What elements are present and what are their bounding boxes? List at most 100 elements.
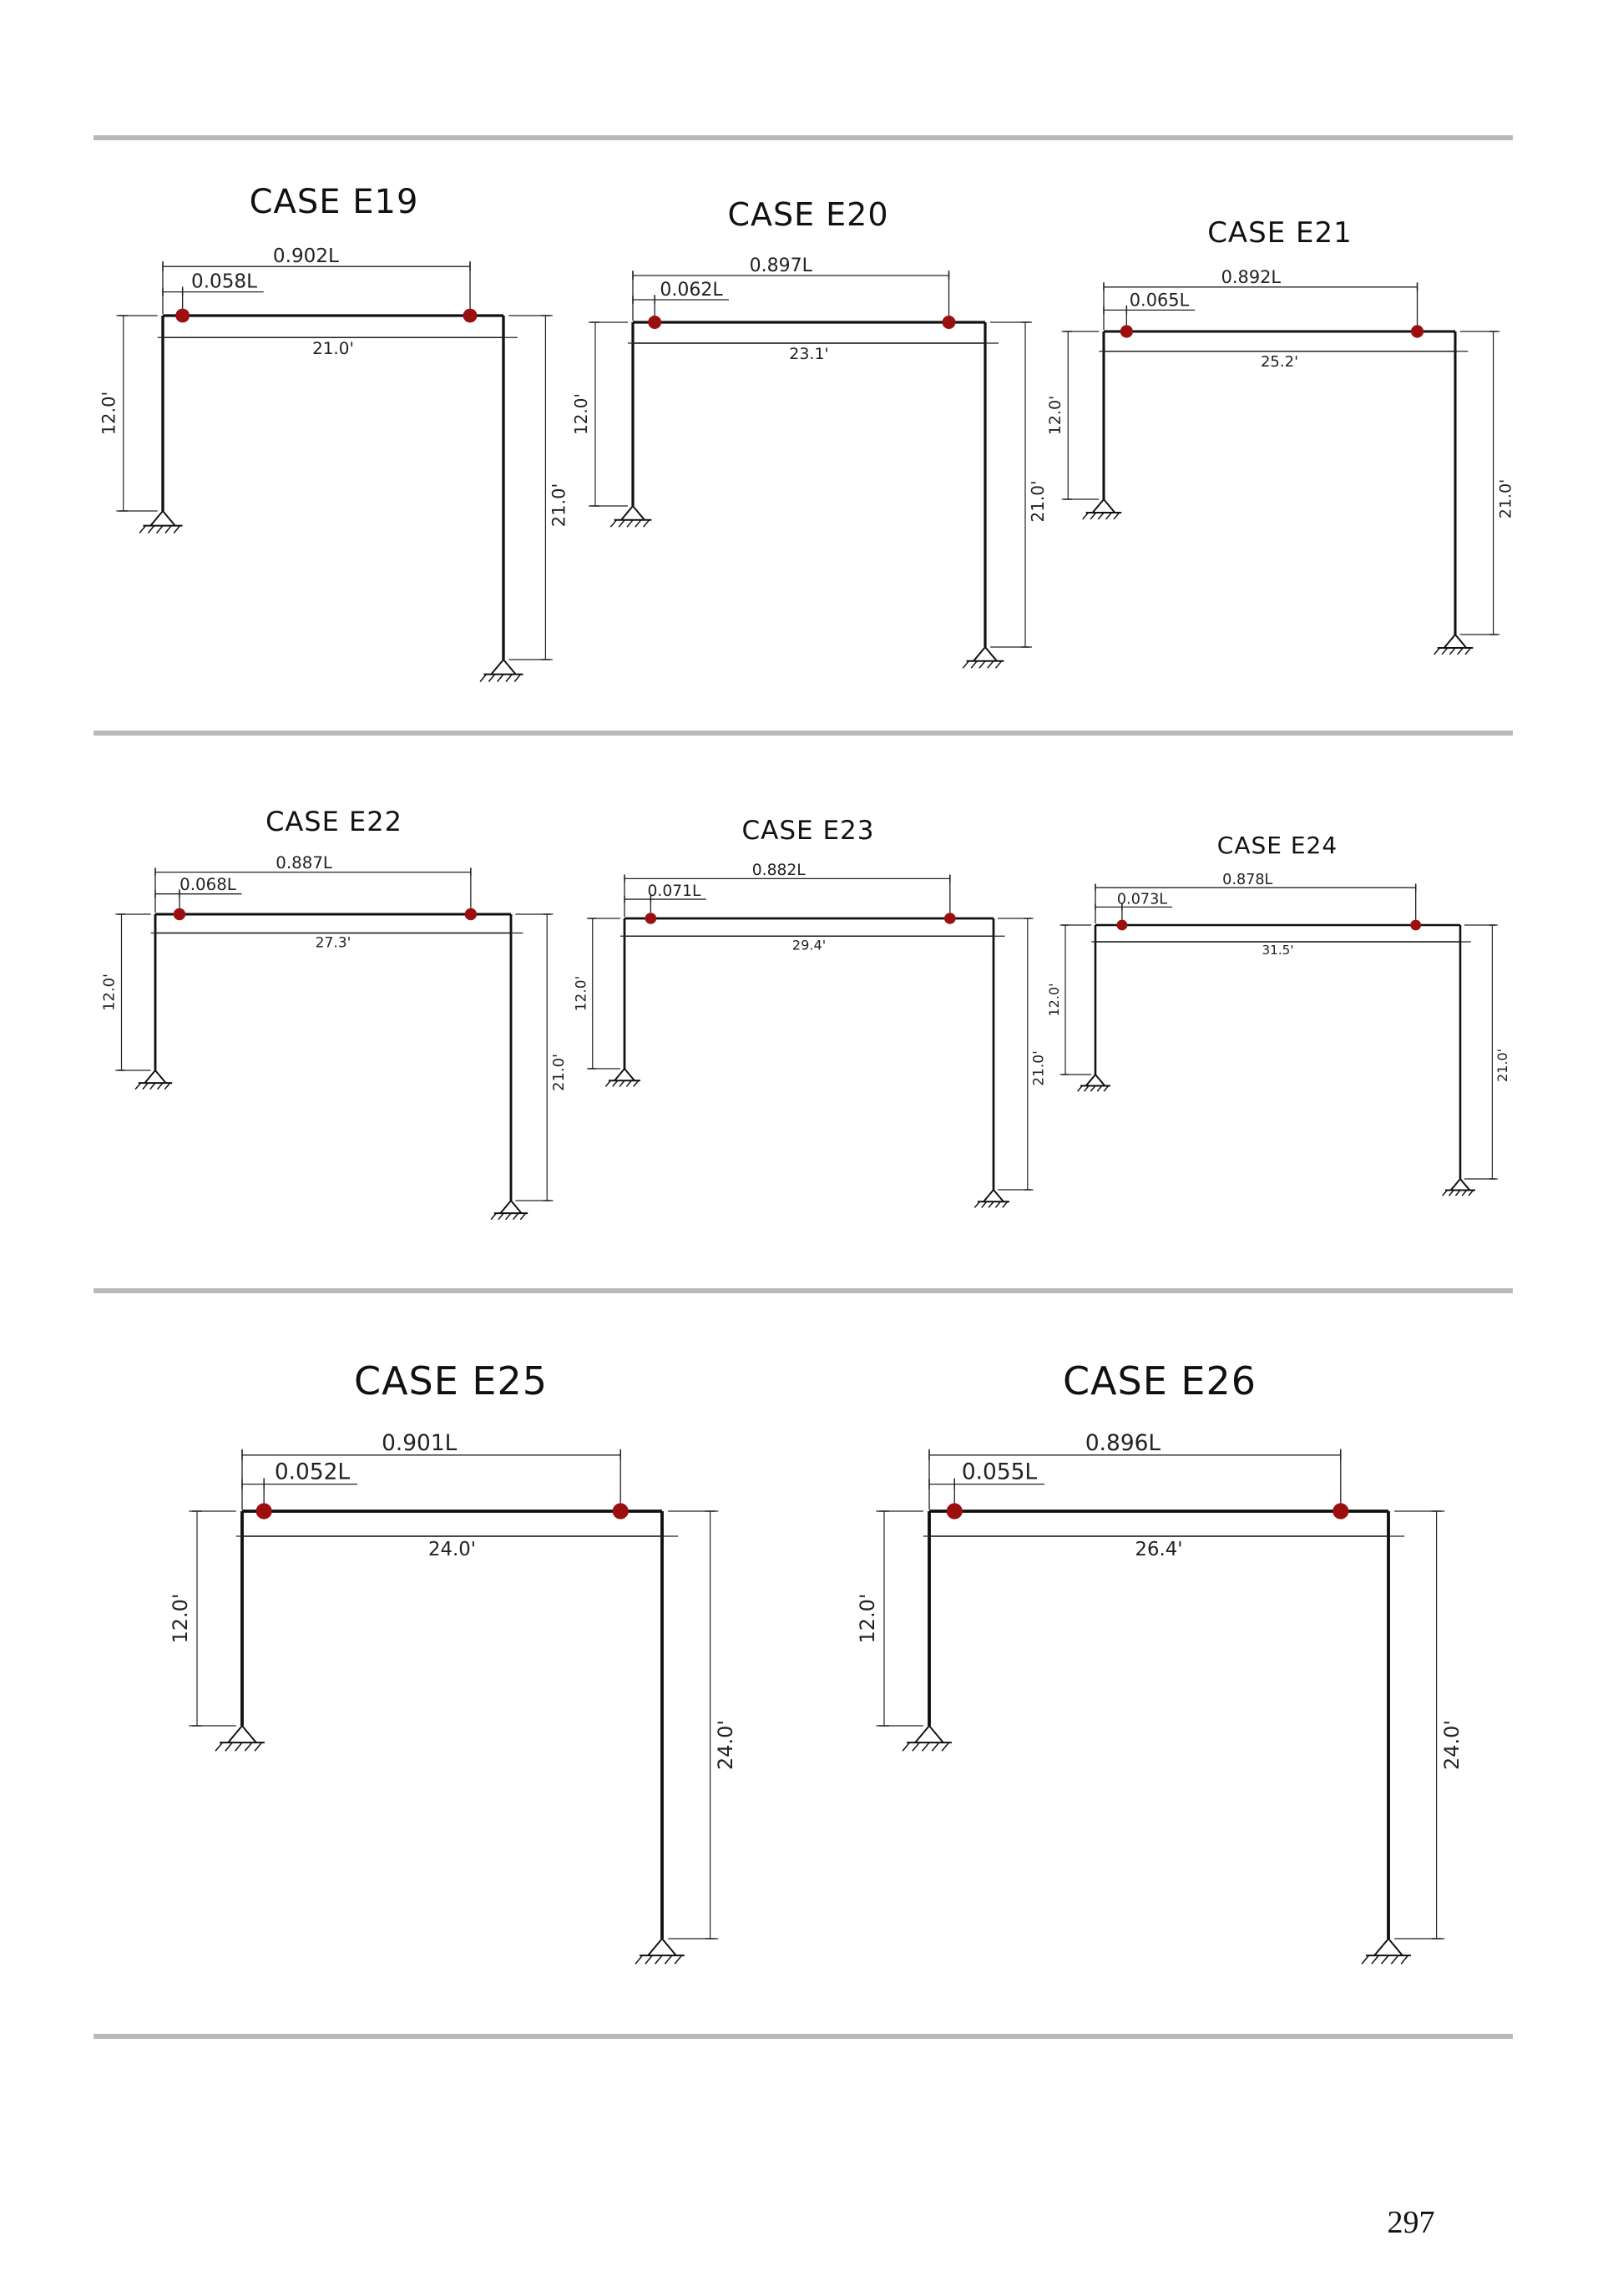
support-hatch — [225, 1742, 233, 1752]
left-plastic-hinge-dot — [648, 316, 662, 329]
support-hatch — [513, 674, 522, 682]
support-hatch — [215, 1742, 224, 1752]
case-title: CASE E25 — [354, 1358, 548, 1403]
support-hatch — [604, 1080, 611, 1087]
support-hatch — [941, 1742, 950, 1752]
support-triangle — [1443, 633, 1468, 649]
span-label: 31.5' — [1262, 943, 1294, 958]
support-hatch — [1103, 1085, 1110, 1092]
support-hatch — [1113, 512, 1120, 520]
support-hatch — [664, 1955, 673, 1965]
support-hatch — [173, 525, 181, 534]
right-plastic-hinge-dot — [464, 908, 478, 921]
span-label: 21.0' — [312, 338, 354, 358]
support-hatch — [645, 1955, 653, 1965]
support-triangle — [490, 658, 517, 675]
left-pin-support — [139, 509, 183, 534]
support-hatch — [626, 519, 634, 528]
left-height-label: 12.0' — [99, 392, 119, 436]
right-pin-support — [1361, 1937, 1411, 1965]
support-hatch — [618, 519, 625, 528]
support-hatch — [987, 660, 994, 669]
left-hinge-label: 0.071L — [648, 882, 701, 900]
right-hinge-label: 0.897L — [750, 255, 813, 276]
support-hatch — [1454, 1189, 1461, 1196]
support-hatch — [902, 1742, 911, 1752]
support-hatch — [512, 1212, 519, 1221]
support-hatch — [1082, 512, 1089, 520]
left-hinge-label: 0.055L — [962, 1459, 1038, 1485]
right-plastic-hinge-dot — [463, 308, 478, 323]
left-height-label: 12.0' — [169, 1593, 192, 1643]
support-hatch — [655, 1955, 663, 1965]
right-hinge-label: 0.896L — [1085, 1430, 1161, 1456]
left-pin-support — [215, 1724, 265, 1752]
right-plastic-hinge-dot — [1410, 325, 1424, 338]
right-height-label: 24.0' — [714, 1720, 737, 1770]
right-height-label: 21.0' — [1028, 480, 1048, 522]
right-pin-support — [1434, 633, 1474, 655]
support-hatch — [988, 1201, 994, 1208]
support-triangle — [614, 1067, 635, 1081]
support-hatch — [633, 1080, 640, 1087]
support-hatch — [978, 660, 986, 669]
support-hatch — [156, 525, 164, 534]
left-pin-support — [902, 1724, 952, 1752]
left-height-label: 12.0' — [856, 1593, 879, 1643]
right-pin-support — [1442, 1177, 1475, 1196]
support-hatch — [1381, 1955, 1389, 1965]
support-hatch — [635, 1955, 644, 1965]
right-pin-support — [490, 1199, 528, 1221]
support-hatch — [498, 1212, 504, 1221]
left-hinge-label: 0.073L — [1117, 891, 1167, 908]
support-hatch — [1448, 1189, 1454, 1196]
support-hatch — [235, 1742, 243, 1752]
left-hinge-label: 0.058L — [191, 271, 257, 292]
support-triangle — [914, 1724, 944, 1743]
support-triangle — [227, 1724, 257, 1743]
right-hinge-label: 0.878L — [1222, 872, 1272, 888]
support-hatch — [635, 519, 642, 528]
support-triangle — [983, 1188, 1004, 1202]
support-hatch — [619, 1080, 625, 1087]
support-hatch — [156, 1082, 164, 1090]
support-triangle — [149, 509, 176, 527]
span-label: 26.4' — [1135, 1539, 1182, 1560]
support-hatch — [912, 1742, 920, 1752]
support-hatch — [254, 1742, 263, 1752]
support-hatch — [931, 1742, 940, 1752]
left-plastic-hinge-dot — [175, 308, 190, 323]
right-hinge-label: 0.887L — [276, 853, 332, 872]
left-pin-support — [609, 504, 652, 528]
support-hatch — [1096, 1085, 1103, 1092]
right-plastic-hinge-dot — [944, 913, 956, 924]
right-height-label: 21.0' — [549, 483, 569, 528]
support-hatch — [139, 525, 146, 534]
support-hatch — [164, 525, 172, 534]
support-hatch — [519, 1212, 527, 1221]
support-hatch — [1400, 1955, 1409, 1965]
support-hatch — [1449, 647, 1456, 655]
span-label: 25.2' — [1261, 353, 1298, 371]
support-hatch — [922, 1742, 930, 1752]
right-pin-support — [635, 1937, 685, 1965]
case-title: CASE E19 — [250, 183, 419, 221]
case-title: CASE E24 — [1217, 832, 1338, 859]
support-triangle — [1450, 1177, 1470, 1191]
support-hatch — [147, 525, 155, 534]
span-label: 23.1' — [789, 345, 829, 363]
support-hatch — [1090, 1085, 1096, 1092]
left-height-label: 12.0' — [1046, 396, 1064, 436]
span-label: 29.4' — [792, 937, 826, 953]
separator-rule-2 — [94, 731, 1513, 736]
left-hinge-label: 0.068L — [180, 875, 236, 894]
span-label: 27.3' — [316, 935, 351, 952]
support-hatch — [1090, 512, 1097, 520]
support-hatch — [142, 1082, 149, 1090]
support-hatch — [970, 660, 978, 669]
support-triangle — [1091, 498, 1116, 513]
right-plastic-hinge-dot — [1332, 1503, 1349, 1520]
